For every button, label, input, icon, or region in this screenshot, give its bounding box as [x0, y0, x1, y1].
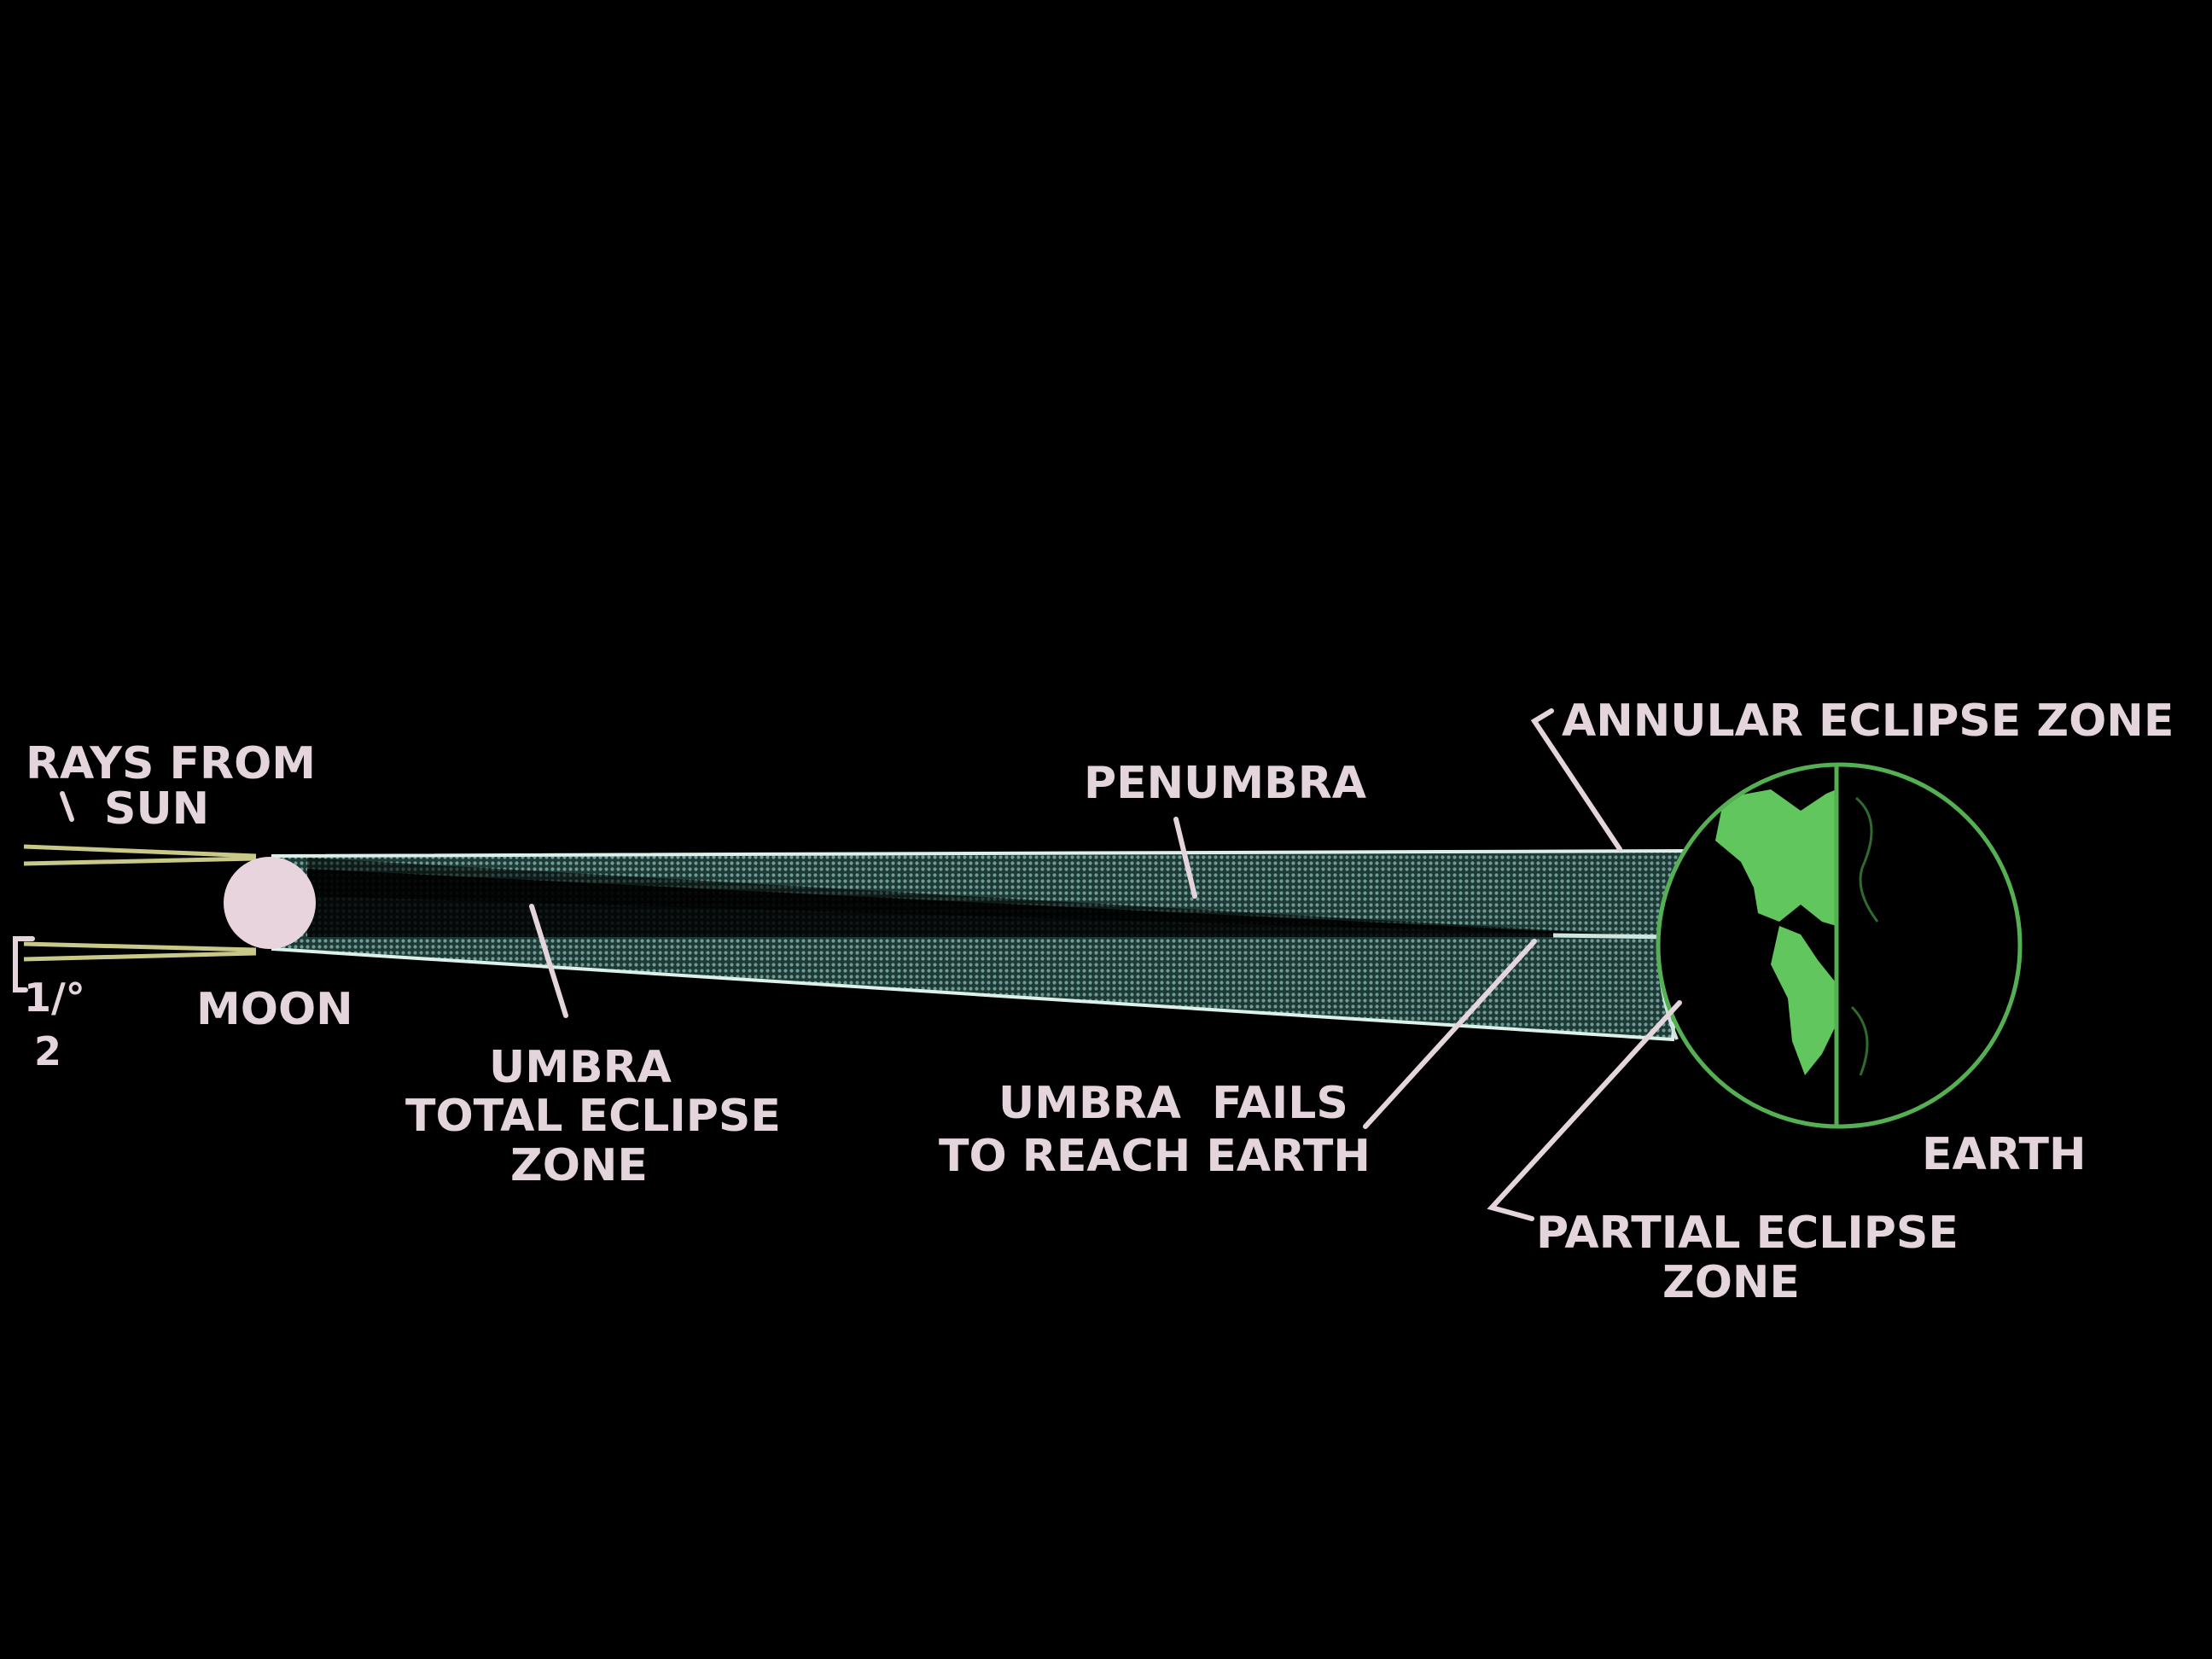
label-umbra-line3: ZONE — [510, 1140, 648, 1191]
label-rays-line1: RAYS FROM — [26, 738, 316, 789]
leader-lines — [13, 708, 1682, 1221]
label-annular: ANNULAR ECLIPSE ZONE — [1562, 696, 2174, 747]
sun-rays — [23, 844, 257, 962]
label-fails-line2: TO REACH EARTH — [939, 1131, 1371, 1182]
label-umbra-line1: UMBRA — [489, 1042, 672, 1093]
label-rays-line2: SUN — [104, 783, 209, 835]
label-half-den: 2 — [34, 1028, 61, 1074]
label-earth: EARTH — [1922, 1129, 2086, 1180]
label-fails-line1: UMBRA FAILS — [998, 1078, 1348, 1129]
earth-globe — [1656, 762, 2023, 1129]
label-penumbra: PENUMBRA — [1084, 758, 1366, 809]
label-umbra-line2: TOTAL ECLIPSE — [405, 1091, 781, 1142]
umbra-tail — [307, 858, 1673, 937]
label-partial-line1: PARTIAL ECLIPSE — [1536, 1208, 1959, 1259]
label-partial-line2: ZONE — [1662, 1257, 1800, 1308]
label-half-num: 1/° — [24, 975, 85, 1021]
shadow-cone — [271, 848, 1688, 1042]
label-moon: MOON — [196, 984, 353, 1035]
moon-shape — [224, 857, 316, 949]
